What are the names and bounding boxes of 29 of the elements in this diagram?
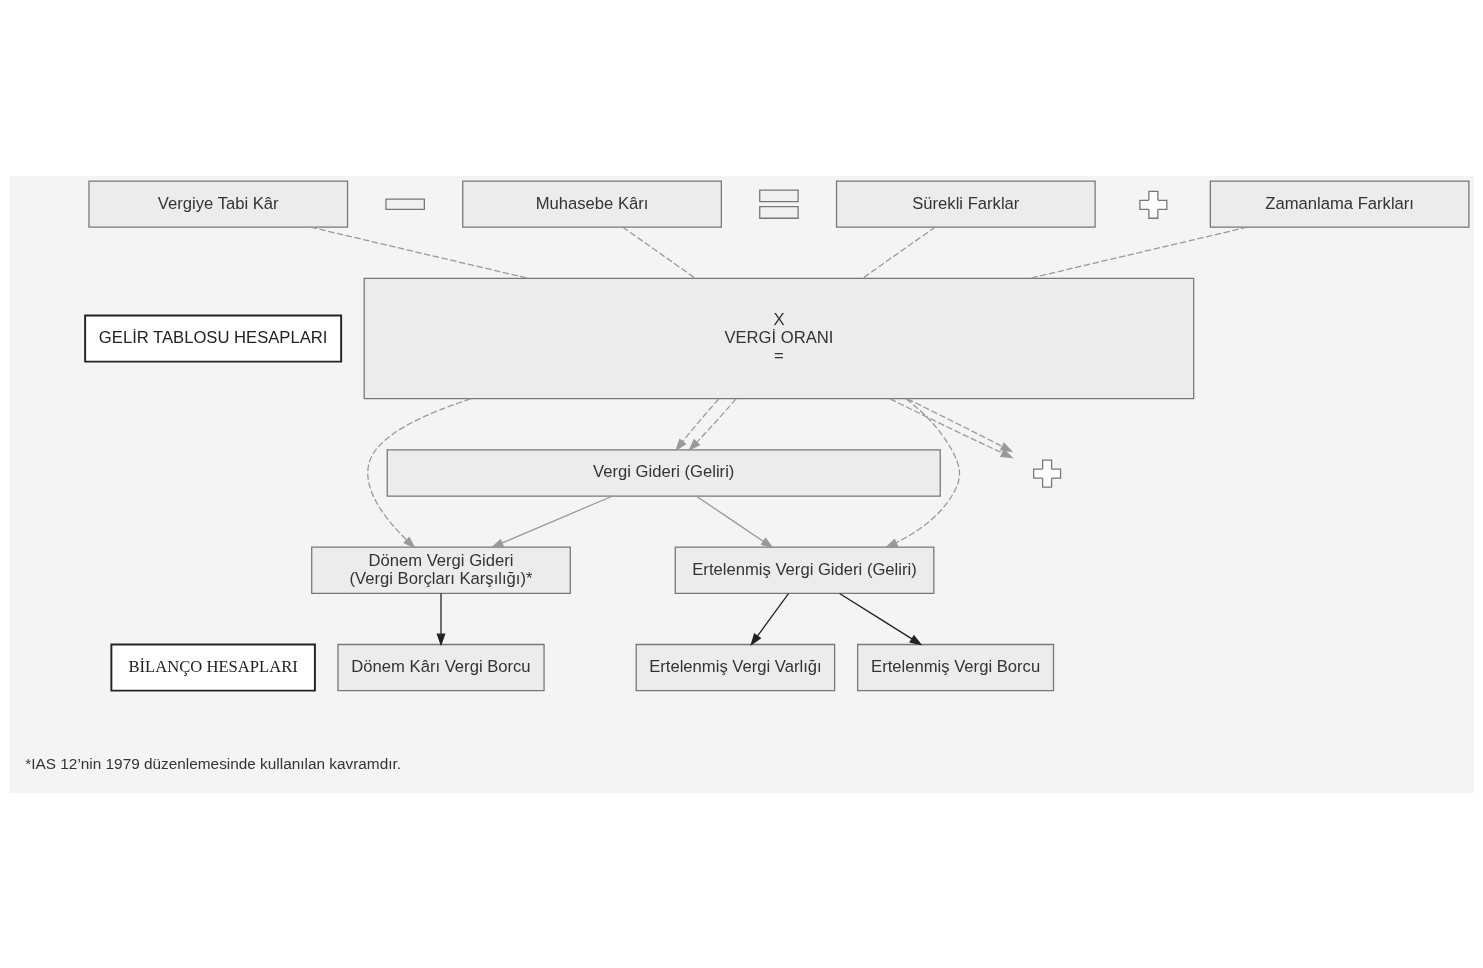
node-box: Dönem Kârı Vergi Borcu xyxy=(337,643,545,691)
node-box: Sürekli Farklar xyxy=(835,180,1096,228)
node-box: Ertelenmiş Vergi Gideri (Geliri) xyxy=(674,546,935,594)
node-box: Ertelenmiş Vergi Varlığı xyxy=(635,643,836,691)
node-box: BİLANÇO HESAPLARI xyxy=(110,643,316,692)
arrow xyxy=(695,495,774,548)
node-box: Dönem Vergi Gideri (Vergi Borçları Karşılığı)* xyxy=(311,546,571,594)
arrow xyxy=(367,397,472,548)
arrow xyxy=(906,397,1014,452)
arrow xyxy=(838,592,923,645)
label: *IAS 12’nin 1979 düzenlemesinde kullanılan kavramdır. xyxy=(25,754,401,772)
node-box: GELİR TABLOSU HESAPLARI xyxy=(84,314,343,363)
connector xyxy=(310,226,529,279)
connector xyxy=(622,226,696,279)
arrow xyxy=(889,397,1014,458)
node-box: Ertelenmiş Vergi Borcu xyxy=(857,643,1055,691)
arrow xyxy=(675,397,720,451)
connector xyxy=(1028,226,1248,279)
node-box: Vergi Gideri (Geliri) xyxy=(386,448,941,497)
node-box: Muhasebe Kârı xyxy=(462,180,722,228)
node-box: X VERGİ ORANI = xyxy=(363,277,1195,399)
arrow xyxy=(884,397,961,548)
arrow xyxy=(688,397,737,451)
arrow xyxy=(490,495,613,548)
arrow xyxy=(750,592,790,646)
arrow xyxy=(436,592,446,646)
connector xyxy=(862,226,936,279)
node-box: Zamanlama Farkları xyxy=(1209,180,1470,228)
node-box: Vergiye Tabi Kâr xyxy=(88,180,349,228)
